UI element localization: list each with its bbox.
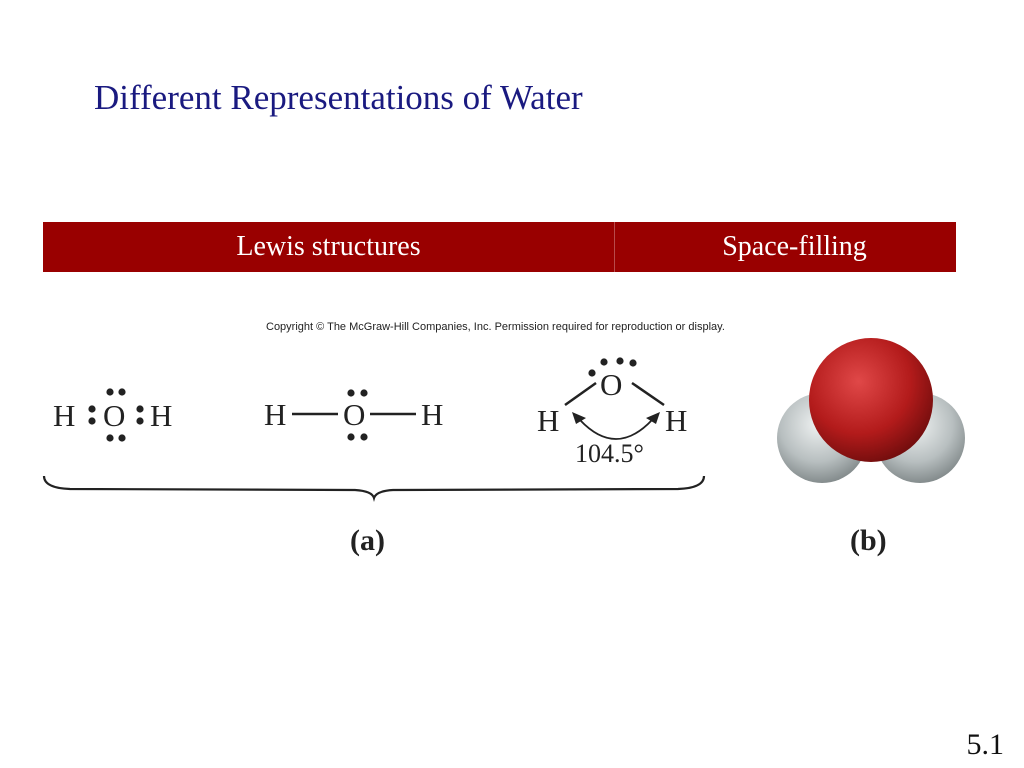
arc-arrowhead-left <box>572 412 586 424</box>
lewis-dot-structure: H O H <box>53 388 172 442</box>
header-lewis-structures: Lewis structures <box>43 222 615 272</box>
copyright-notice: Copyright © The McGraw-Hill Companies, I… <box>266 321 725 333</box>
grouping-brace <box>42 475 706 502</box>
hydrogen-atom-right: H <box>665 403 687 438</box>
column-header-bar: Lewis structures Space-filling <box>43 222 956 272</box>
oxygen-atom: O <box>600 367 622 402</box>
part-a-label: (a) <box>350 524 385 557</box>
space-filling-model <box>777 338 965 483</box>
bond-angle-arc <box>579 419 653 440</box>
hydrogen-atom-left: H <box>264 397 286 432</box>
oxygen-atom: O <box>103 398 125 433</box>
bond-angle-label: 104.5° <box>575 439 644 468</box>
header-space-filling: Space-filling <box>722 231 867 262</box>
arc-arrowhead-right <box>646 412 660 424</box>
oxygen-sphere <box>809 338 933 462</box>
slide-title: Different Representations of Water <box>94 78 583 117</box>
lewis-bent-structure: O H H 104.5° <box>537 357 687 468</box>
hydrogen-atom-right: H <box>421 397 443 432</box>
hydrogen-atom-right: H <box>150 398 172 433</box>
lone-pair-dots <box>88 388 144 442</box>
lone-pair-dots <box>588 357 637 377</box>
oxygen-atom: O <box>343 397 365 432</box>
part-b-label: (b) <box>850 524 887 557</box>
hydrogen-atom-left: H <box>537 403 559 438</box>
lone-pair-dots <box>347 389 368 441</box>
hydrogen-atom-left: H <box>53 398 75 433</box>
slide-number: 5.1 <box>966 728 1005 761</box>
lewis-bond-structure: H O H <box>264 389 443 441</box>
